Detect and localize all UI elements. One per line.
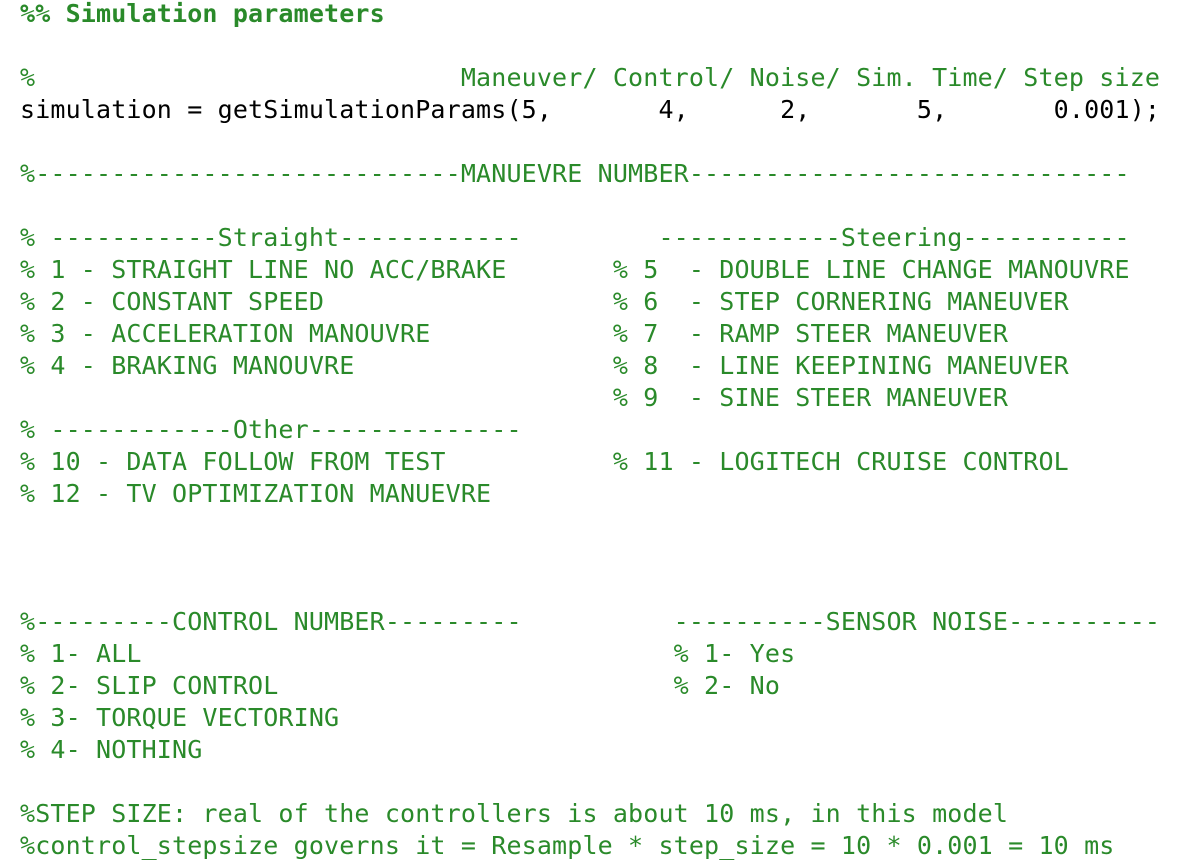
step-size-comment-1: %STEP SIZE: real of the controllers is a… [20,799,1009,828]
section-header: %% Simulation parameters [20,0,385,28]
straight-steering-header: % -----------Straight------------ ------… [20,223,1130,252]
other-header: % ------------Other-------------- [20,415,522,444]
step-size-comment-2: %control_stepsize governs it = Resample … [20,831,1115,860]
maneuver-line-10: % 10 - DATA FOLLOW FROM TEST % 11 - LOGI… [20,447,1069,476]
control-line-2: % 2- SLIP CONTROL % 2- No [20,671,781,700]
control-line-3: % 3- TORQUE VECTORING [20,703,340,732]
maneuver-number-divider: %----------------------------MANUEVRE NU… [20,159,1130,188]
maneuver-line-4: % 4 - BRAKING MANOUVRE % 8 - LINE KEEPIN… [20,351,1069,380]
params-header-comment: % Maneuver/ Control/ Noise/ Sim. Time/ S… [20,63,1161,92]
maneuver-line-12: % 12 - TV OPTIMIZATION MANUEVRE [20,479,492,508]
maneuver-line-1: % 1 - STRAIGHT LINE NO ACC/BRAKE % 5 - D… [20,255,1130,284]
maneuver-line-3: % 3 - ACCELERATION MANOUVRE % 7 - RAMP S… [20,319,1009,348]
control-noise-header: %---------CONTROL NUMBER--------- ------… [20,607,1161,636]
maneuver-line-9: % 9 - SINE STEER MANEUVER [20,383,1009,412]
control-line-4: % 4- NOTHING [20,735,203,764]
simulation-call-line[interactable]: simulation = getSimulationParams(5, 4, 2… [20,95,1161,124]
maneuver-line-2: % 2 - CONSTANT SPEED % 6 - STEP CORNERIN… [20,287,1069,316]
control-line-1: % 1- ALL % 1- Yes [20,639,796,668]
